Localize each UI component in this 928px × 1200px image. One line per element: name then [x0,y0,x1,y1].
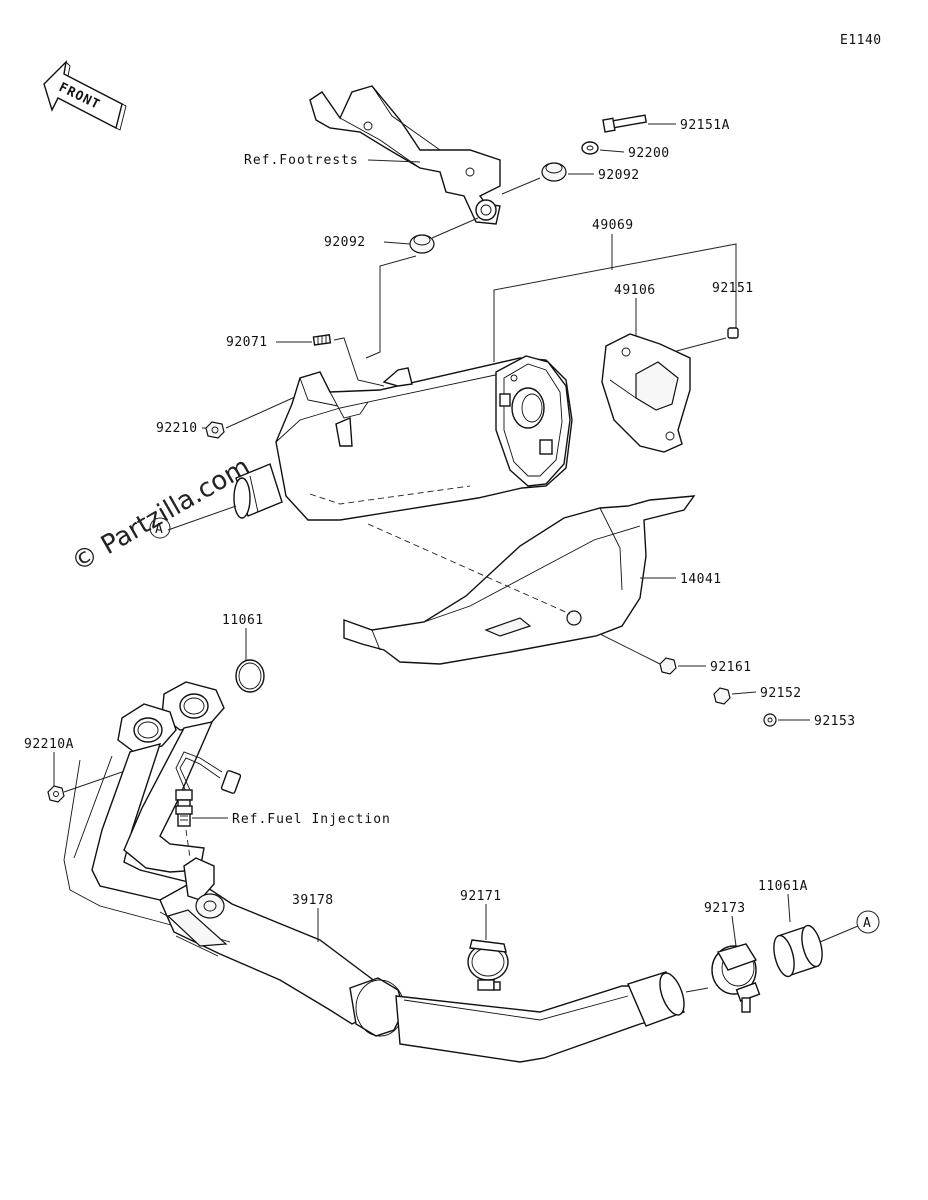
callout-a-right [856,910,880,934]
ref-fuel-injection-label: Ref.Fuel Injection [232,812,391,827]
diagram-code: E1140 [840,33,882,48]
nut-92210 [205,421,225,439]
stud-92071 [312,334,332,346]
part-label-14041: 14041 [680,572,722,587]
muffler-49069 [233,355,573,521]
nut-92152 [713,687,731,705]
part-label-92210A: 92210A [24,737,74,752]
footrest-bracket [309,85,501,225]
part-label-49106: 49106 [614,283,656,298]
part-label-11061: 11061 [222,613,264,628]
damper-92092-lower [409,234,435,254]
muffler-cover-49106 [601,333,691,453]
clamp-92171 [467,939,509,991]
part-label-92151: 92151 [712,281,754,296]
part-label-39178: 39178 [292,893,334,908]
ref-footrests-label: Ref.Footrests [244,153,359,168]
washer-92200 [581,141,599,155]
nut-92161 [659,657,677,675]
part-label-92161: 92161 [710,660,752,675]
gasket-11061 [235,659,265,693]
bolt-92151A [602,114,647,133]
part-label-92210: 92210 [156,421,198,436]
nut-92210A [47,785,65,803]
callout-a-right-label: A [863,916,871,931]
part-label-92171: 92171 [460,889,502,904]
part-label-92151A: 92151A [680,118,730,133]
gasket-11061A [773,924,823,978]
callout-a-left [149,517,171,539]
part-label-92200: 92200 [628,146,670,161]
part-label-92173: 92173 [704,901,746,916]
damper-92092-upper [541,162,567,182]
oxygen-sensor [175,751,242,827]
clamp-92173 [711,943,761,1013]
part-label-92071: 92071 [226,335,268,350]
bolt-92153 [763,713,777,727]
callout-a-left-label: A [155,522,163,537]
part-label-92092-upper: 92092 [598,168,640,183]
heat-guard-14041 [343,495,696,665]
watermark: © Partzilla.com [67,452,256,578]
front-arrow-icon: FRONT [43,59,127,131]
part-label-92152: 92152 [760,686,802,701]
screw-92151 [727,327,739,339]
part-label-92153: 92153 [814,714,856,729]
exhaust-pipe-39178 [63,681,685,1063]
part-label-92092-lower: 92092 [324,235,366,250]
part-label-49069: 49069 [592,218,634,233]
part-label-11061A: 11061A [758,879,808,894]
